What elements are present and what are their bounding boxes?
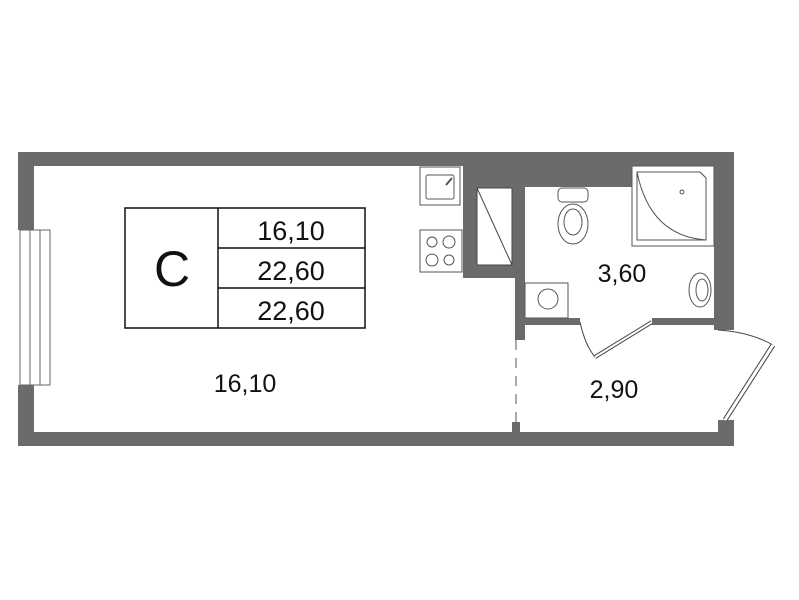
bathroom-door[interactable] [579,320,654,359]
apartment-type: C [154,241,190,297]
washbasin-icon [688,272,712,308]
toilet-icon [557,187,589,245]
walls [18,152,734,446]
room-area-living: 16,10 [214,370,277,398]
apartment-summary-table [124,207,366,329]
total-area-with-balcony-value: 22,60 [257,296,325,326]
shower-icon [631,165,715,247]
stove-icon [419,229,463,273]
total-area-value: 22,60 [257,256,325,286]
room-area-bathroom: 3,60 [598,260,647,288]
balcony-door[interactable] [717,329,776,422]
washing-machine-icon [524,282,569,319]
living-area-value: 16,10 [257,216,325,246]
kitchen-sink-icon [419,166,461,206]
closet-diagonal [476,187,513,266]
window [19,229,51,386]
room-area-hall: 2,90 [590,376,639,404]
